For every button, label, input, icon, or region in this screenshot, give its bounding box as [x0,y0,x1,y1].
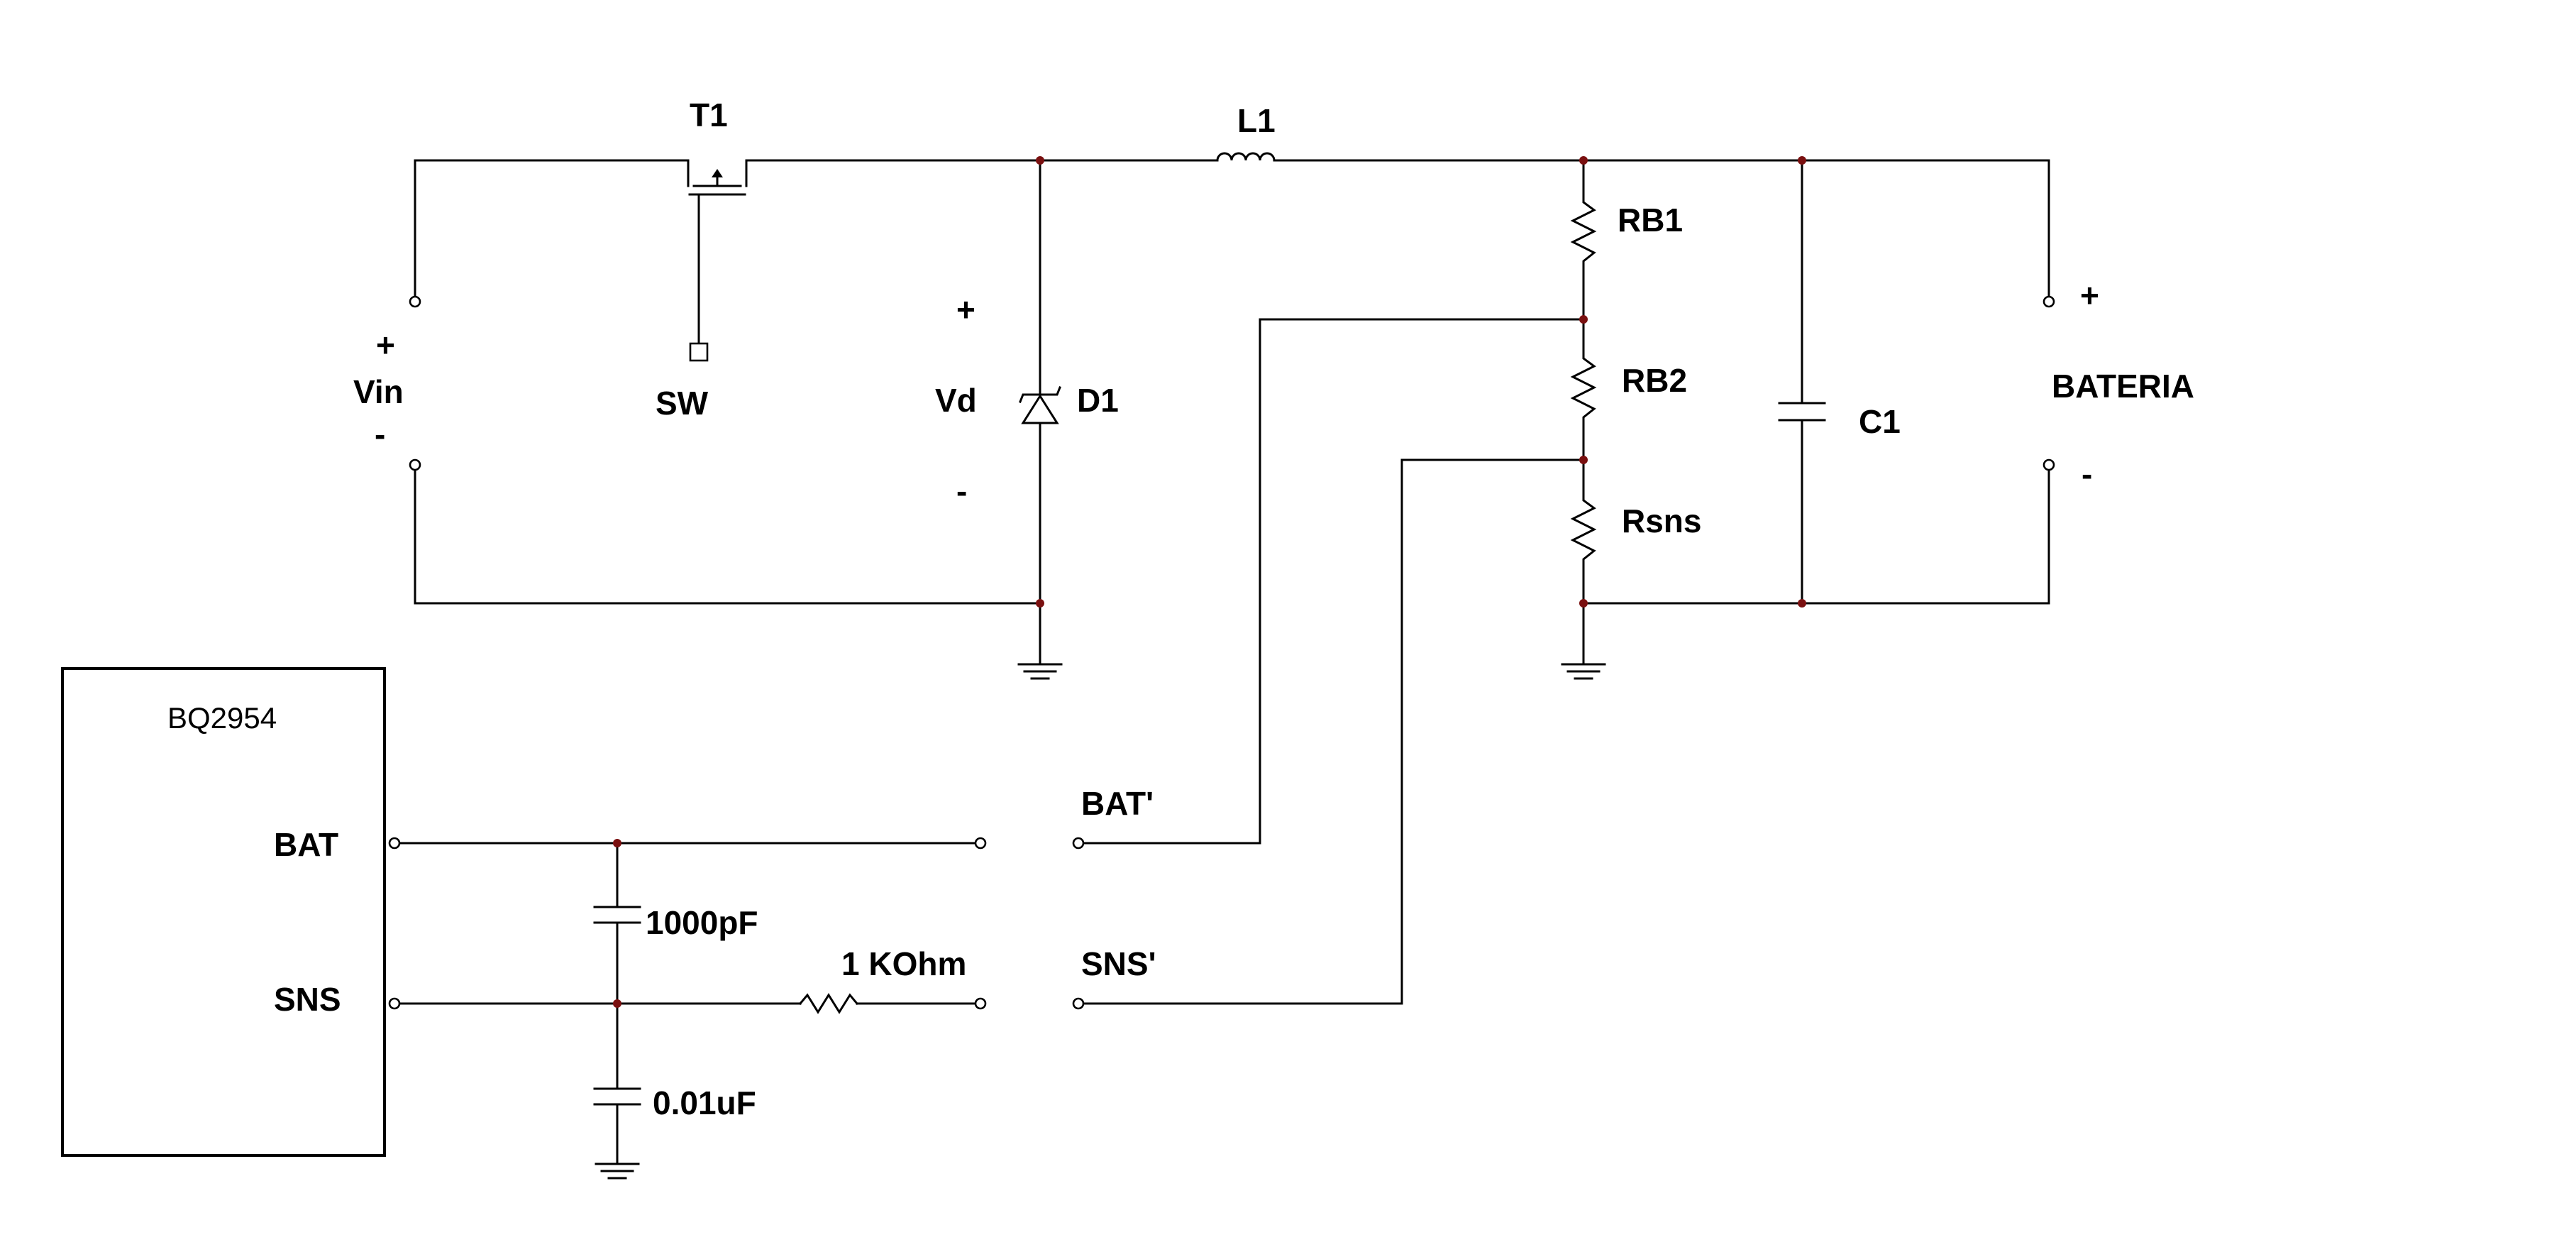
capacitor-c1 [1778,159,1826,605]
bottom-rail-wire [414,463,2050,605]
c1-label: C1 [1859,403,1901,440]
chip-label: BQ2954 [167,701,277,735]
ground-symbol [1561,602,1606,680]
bat-feedback-wire [1077,318,1585,845]
diode-d1 [1019,159,1061,605]
cap-1000pf-label: 1000pF [646,904,758,941]
vd-plus-sign: + [956,291,975,328]
sw-gate-terminal[interactable] [689,342,709,362]
bateria-minus-terminal[interactable] [2042,458,2055,471]
rb2-label: RB2 [1622,362,1687,399]
junction-dot [1579,599,1588,608]
bateria-plus-sign: + [2080,277,2099,314]
junction-dot [613,839,621,847]
junction-dot [1036,156,1044,165]
vd-label: Vd [935,382,977,419]
vin-minus-terminal[interactable] [409,458,421,471]
vin-minus-sign: - [375,416,385,453]
junction-dot [1579,156,1588,165]
junction-dot [613,999,621,1008]
d1-label: D1 [1077,382,1119,419]
sns-pin-label: SNS [274,981,341,1018]
ground-symbol [1017,602,1063,680]
bat-wire [393,842,979,908]
bq2954-chip [61,667,386,1157]
cap-001uf-label: 0.01uF [653,1084,756,1121]
inductor-l1 [1216,152,1276,162]
t1-label: T1 [690,97,728,133]
sns-feedback-wire [1077,458,1585,1005]
bateria-label: BATERIA [2052,368,2194,405]
resistor-rb1 [1570,159,1597,321]
l1-label: L1 [1237,102,1276,139]
bateria-minus-sign: - [2082,456,2092,493]
rsns-label: Rsns [1622,502,1701,539]
resistor-rb2 [1570,318,1597,461]
sns-open-terminal[interactable] [974,997,987,1010]
vin-plus-sign: + [376,326,395,363]
vin-label: Vin [353,373,404,410]
mosfet-t1 [687,159,748,362]
capacitor-1000pf [593,906,641,1005]
vin-plus-terminal[interactable] [409,295,421,308]
junction-dot [1036,599,1044,608]
junction-dot [1798,599,1806,608]
bat-pin-label: BAT [274,826,338,863]
bat-open-terminal[interactable] [974,837,987,850]
sw-label: SW [656,385,709,422]
rb1-label: RB1 [1618,202,1683,238]
resistor-1kohm-label: 1 KOhm [841,945,966,982]
junction-dot [1798,156,1806,165]
junction-dot [1579,456,1588,464]
sns-prime-label: SNS' [1081,945,1156,982]
sns-pin-terminal[interactable] [388,997,401,1010]
sns-wire [393,993,979,1090]
junction-dot [1579,315,1588,324]
bateria-plus-terminal[interactable] [2042,295,2055,308]
top-rail-wire [414,159,2050,303]
bat-pin-terminal[interactable] [388,837,401,850]
ground-symbol [595,1113,640,1180]
vd-minus-sign: - [956,473,967,510]
bat-prime-terminal[interactable] [1072,837,1085,850]
capacitor-001uf [593,1087,641,1116]
resistor-rsns [1570,458,1597,605]
sns-prime-terminal[interactable] [1072,997,1085,1010]
bat-prime-label: BAT' [1081,785,1154,822]
